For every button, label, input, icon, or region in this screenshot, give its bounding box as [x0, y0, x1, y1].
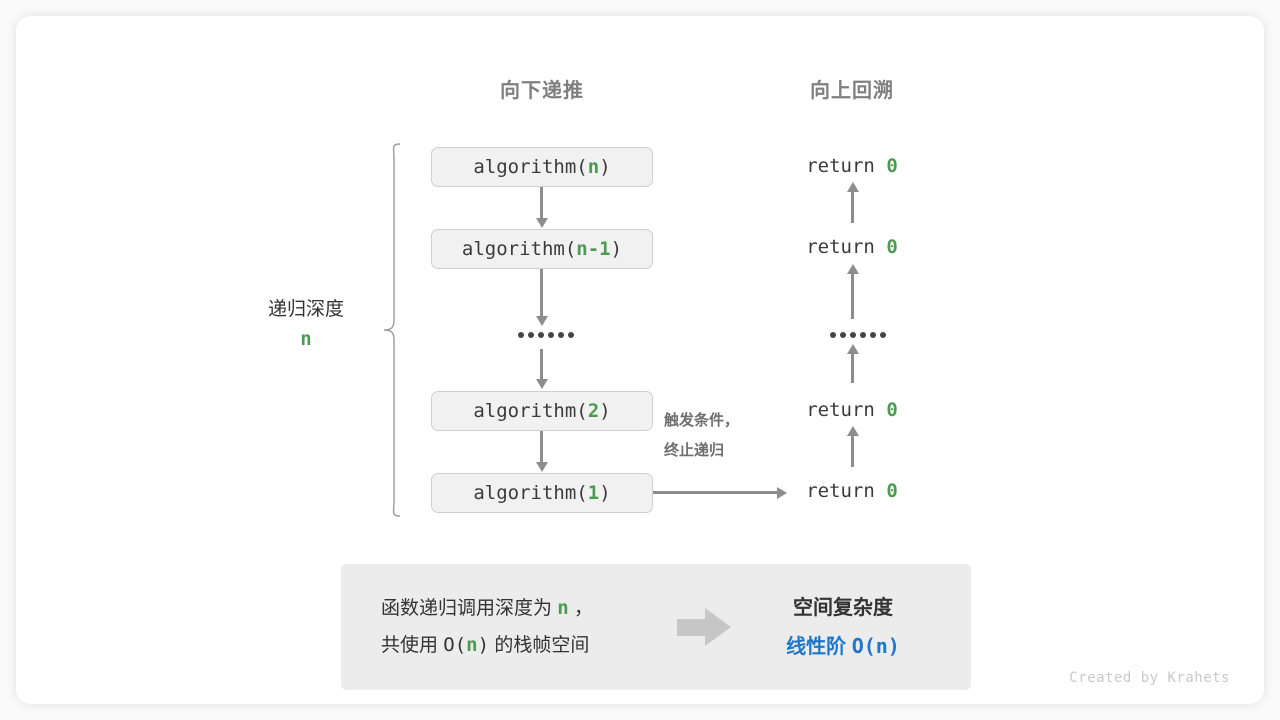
column-header-backtrack: 向上回溯 [810, 80, 894, 102]
dot [568, 332, 574, 338]
call-box-suffix: ) [599, 482, 611, 504]
complexity-value: 线性阶 O(n) [731, 627, 955, 666]
summary-line-1-n: n [557, 597, 569, 619]
return-keyword: return [806, 155, 887, 177]
call-box-prefix: algorithm( [461, 238, 577, 260]
call-ellipsis [518, 332, 574, 338]
dot [850, 332, 856, 338]
call-box-arg: n [587, 156, 600, 178]
summary-line-1-b: ， [568, 598, 594, 619]
recursion-depth-label: 递归深度 n [216, 296, 396, 354]
dot [538, 332, 544, 338]
diagram-card: 向下递推 向上回溯 递归深度 n algorithm(n) algorithm(… [16, 16, 1264, 704]
termination-arrow [653, 491, 778, 494]
summary-line-2-n: n [466, 634, 478, 656]
arrow-shaft [677, 619, 707, 636]
return-keyword: return [806, 399, 887, 421]
summary-line-2-c: ) [477, 634, 490, 656]
complexity-title: 空间复杂度 [793, 596, 893, 619]
complexity-value-notation: O(n) [851, 633, 900, 658]
summary-line-1-a: 函数递归调用深度为 [381, 598, 558, 619]
summary-line-2: 共使用 O(n) 的栈帧空间 [381, 627, 671, 664]
dot [880, 332, 886, 338]
return-value: 0 [886, 236, 898, 258]
call-box-suffix: ) [599, 400, 611, 422]
complexity-value-label: 线性阶 [786, 635, 852, 658]
return-label-2: return 0 [762, 236, 942, 258]
return-ellipsis [830, 332, 886, 338]
call-box-prefix: algorithm( [473, 156, 588, 178]
summary-panel: 函数递归调用深度为 n ， 共使用 O(n) 的栈帧空间 空间复杂度 线性阶 O… [341, 564, 971, 690]
dot [558, 332, 564, 338]
return-keyword: return [806, 480, 887, 502]
recursion-depth-text: 递归深度 [267, 299, 344, 320]
dot [860, 332, 866, 338]
termination-note-line2: 终止递归 [664, 442, 725, 459]
call-box-n-minus-1: algorithm(n-1) [431, 229, 653, 269]
up-arrow-4 [851, 435, 854, 467]
down-arrow-2 [540, 269, 543, 317]
return-keyword: return [806, 236, 887, 258]
implies-arrow-icon [677, 608, 731, 646]
termination-note: 触发条件， 终止递归 [664, 406, 739, 466]
dot [548, 332, 554, 338]
arrow-head [705, 608, 731, 646]
call-box-suffix: ) [599, 156, 611, 178]
return-value: 0 [886, 155, 898, 177]
return-value: 0 [886, 399, 898, 421]
call-box-arg: 2 [587, 400, 600, 422]
return-label-4: return 0 [762, 480, 942, 502]
recursion-depth-value: n [300, 328, 312, 350]
summary-line-2-o: O( [443, 634, 467, 656]
depth-brace-icon [383, 143, 401, 517]
summary-line-2-a: 共使用 [381, 635, 444, 656]
dot [518, 332, 524, 338]
summary-left-text: 函数递归调用深度为 n ， 共使用 O(n) 的栈帧空间 [341, 590, 671, 664]
termination-note-line1: 触发条件， [664, 412, 740, 429]
call-box-1: algorithm(1) [431, 473, 653, 513]
summary-line-1: 函数递归调用深度为 n ， [381, 590, 671, 627]
return-label-1: return 0 [762, 155, 942, 177]
call-box-arg: 1 [587, 482, 600, 504]
dot [830, 332, 836, 338]
summary-right-text: 空间复杂度 线性阶 O(n) [731, 589, 971, 666]
down-arrow-4 [540, 431, 543, 463]
column-header-recurse: 向下递推 [500, 80, 584, 102]
call-box-2: algorithm(2) [431, 391, 653, 431]
dot [870, 332, 876, 338]
down-arrow-1 [540, 187, 543, 219]
summary-line-2-b: 的栈帧空间 [489, 635, 590, 656]
call-box-prefix: algorithm( [473, 400, 588, 422]
call-box-n: algorithm(n) [431, 147, 653, 187]
call-box-suffix: ) [610, 238, 623, 260]
up-arrow-1 [851, 191, 854, 223]
down-arrow-3 [540, 349, 543, 380]
call-box-arg: n-1 [576, 238, 611, 260]
dot [528, 332, 534, 338]
up-arrow-2 [851, 273, 854, 319]
dot [840, 332, 846, 338]
credit-footer: Created by Krahets [1069, 670, 1230, 686]
return-label-3: return 0 [762, 399, 942, 421]
up-arrow-3 [851, 353, 854, 383]
return-value: 0 [886, 480, 898, 502]
call-box-prefix: algorithm( [473, 482, 588, 504]
